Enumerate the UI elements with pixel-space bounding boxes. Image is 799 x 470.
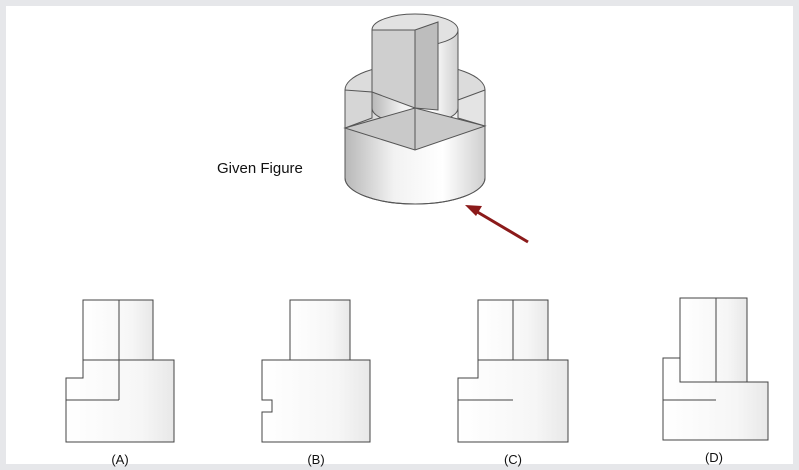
option-d-view [662, 297, 769, 441]
given-figure [343, 13, 487, 205]
view-direction-arrow [465, 205, 529, 244]
option-a-view [65, 299, 175, 443]
option-c-label: (C) [503, 452, 523, 467]
option-b-view [261, 299, 371, 443]
option-b-label: (B) [307, 452, 325, 467]
option-a-label: (A) [111, 452, 129, 467]
option-c-view [457, 299, 569, 443]
given-figure-label: Given Figure [217, 160, 303, 177]
option-d-label: (D) [704, 450, 724, 465]
